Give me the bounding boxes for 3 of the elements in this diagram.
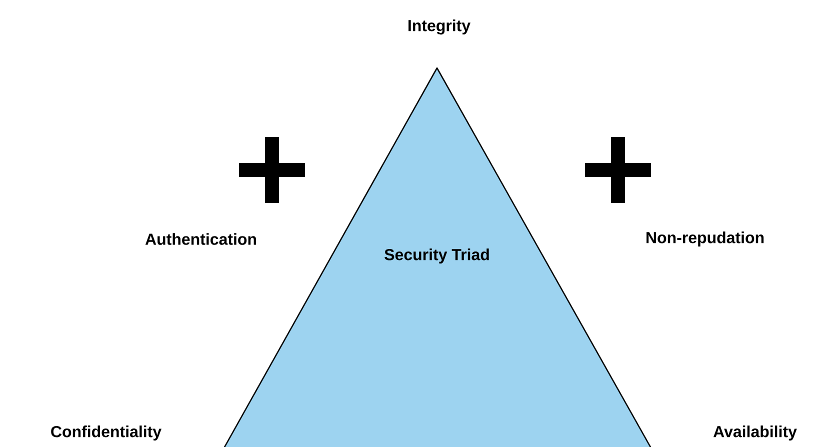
label-text: Confidentiality bbox=[51, 426, 162, 440]
label-text: Integrity bbox=[408, 20, 470, 34]
label-text: Availability bbox=[713, 426, 797, 440]
